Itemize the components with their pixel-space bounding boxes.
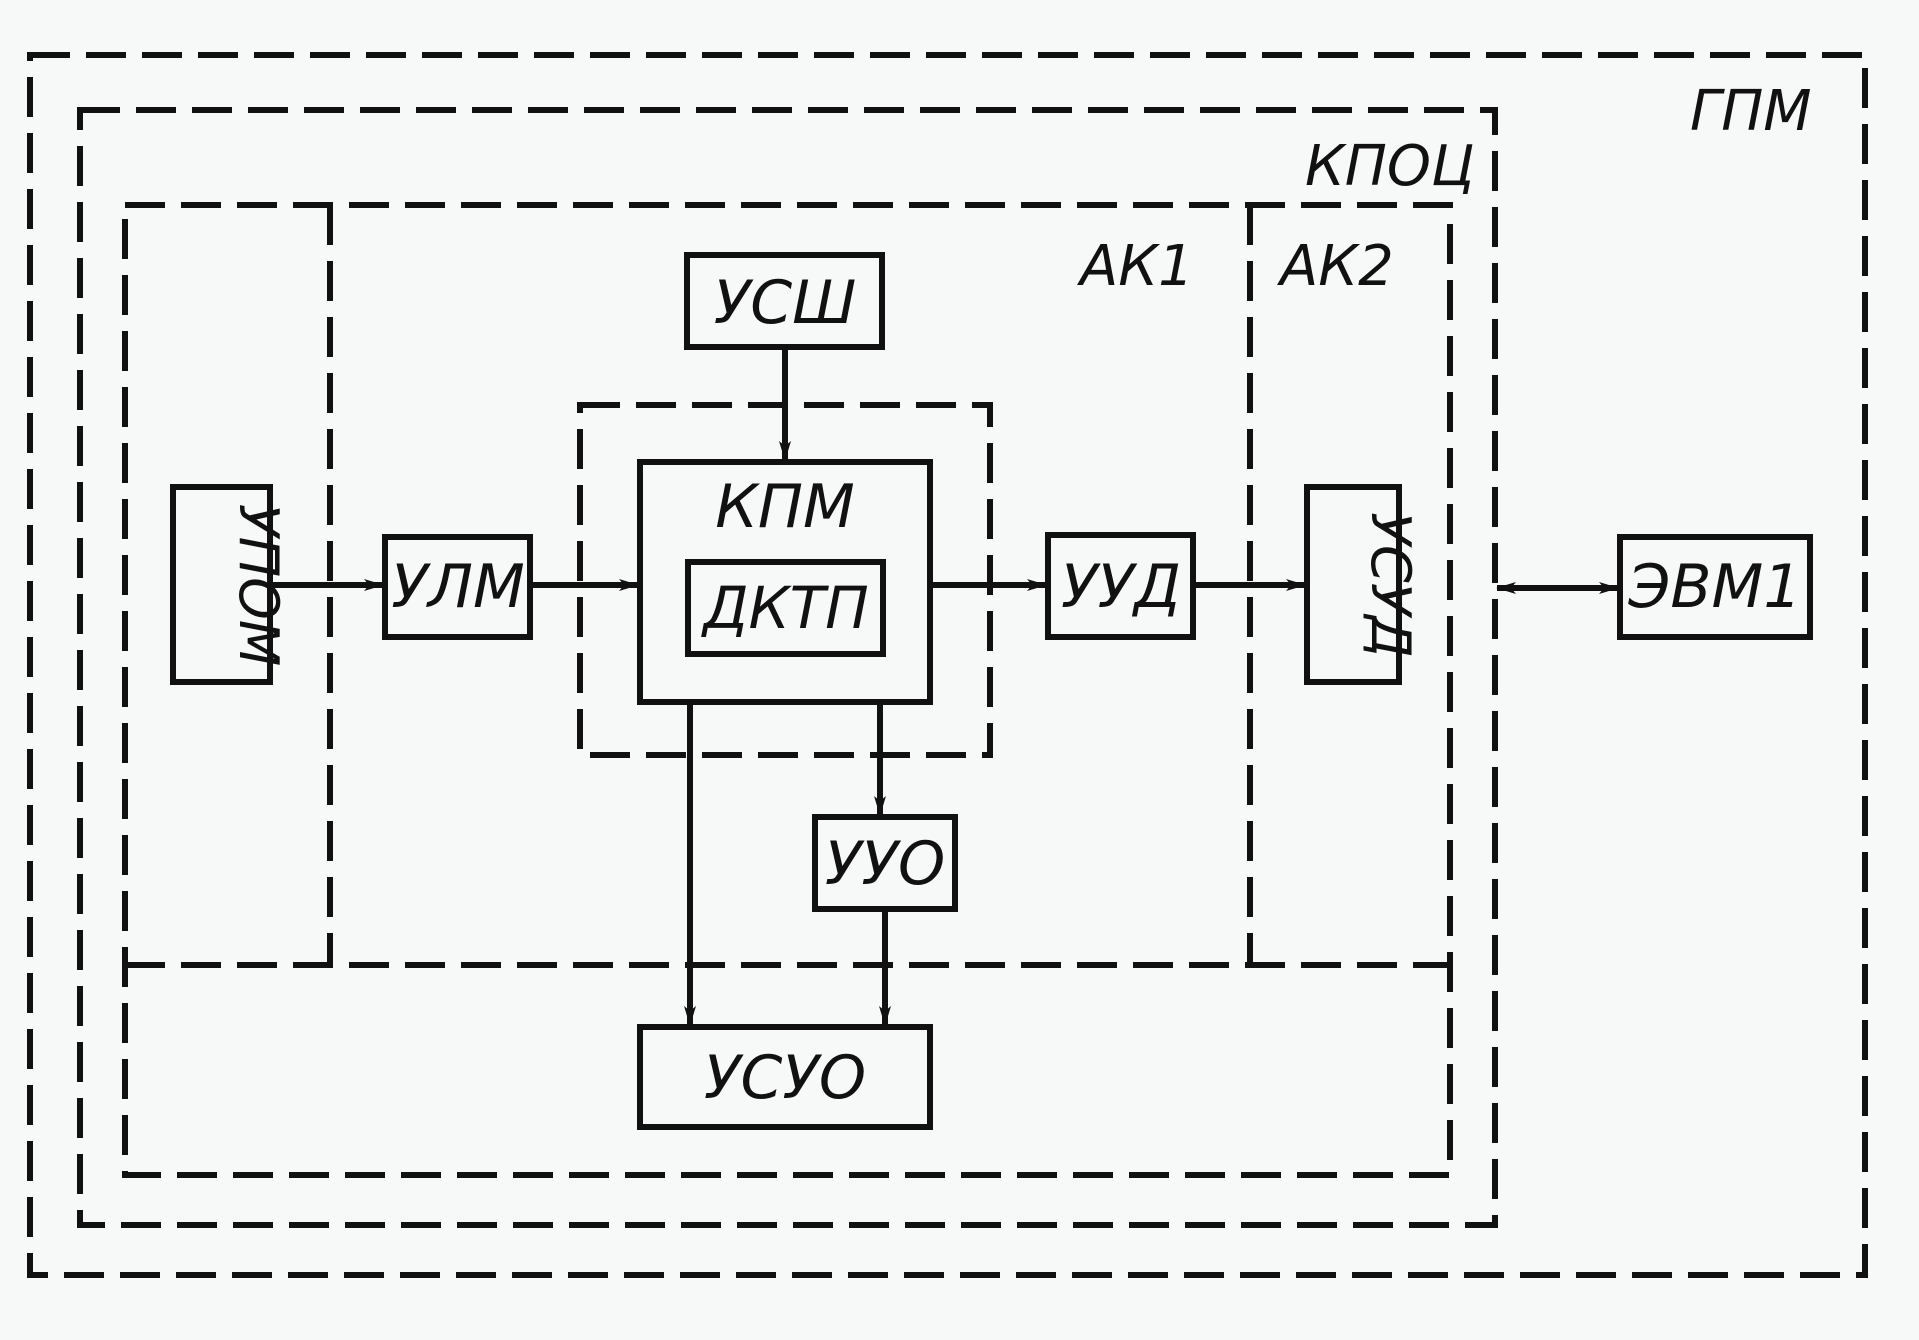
dktp-block xyxy=(685,559,886,657)
ak2-label: АК2 xyxy=(1277,234,1394,299)
ak1-label: АК1 xyxy=(1077,234,1194,299)
gpm-frame xyxy=(27,52,1868,1278)
gpm-label: ГПМ xyxy=(1690,79,1812,144)
usch-label: УСШ xyxy=(714,268,857,338)
ulm-label: УЛМ xyxy=(391,552,524,622)
usud-label: УСУД xyxy=(1359,512,1422,658)
kpots-label: КПОЦ xyxy=(1305,134,1474,199)
usuo-label: УСУО xyxy=(704,1043,866,1113)
dktp-label: ДКТП xyxy=(700,574,869,642)
kpm-label: КПМ xyxy=(715,472,854,542)
upom-label: УПОМ xyxy=(227,504,290,667)
uuo-label: УУО xyxy=(825,829,945,899)
ak-frame xyxy=(122,202,1453,1178)
evm1-block xyxy=(1617,534,1813,640)
evm1-label: ЭВМ1 xyxy=(1628,552,1802,622)
uud-label: УУД xyxy=(1061,552,1181,622)
kpots-frame xyxy=(77,107,1498,1228)
usud-block xyxy=(1304,484,1402,685)
usuo-block xyxy=(637,1024,933,1130)
